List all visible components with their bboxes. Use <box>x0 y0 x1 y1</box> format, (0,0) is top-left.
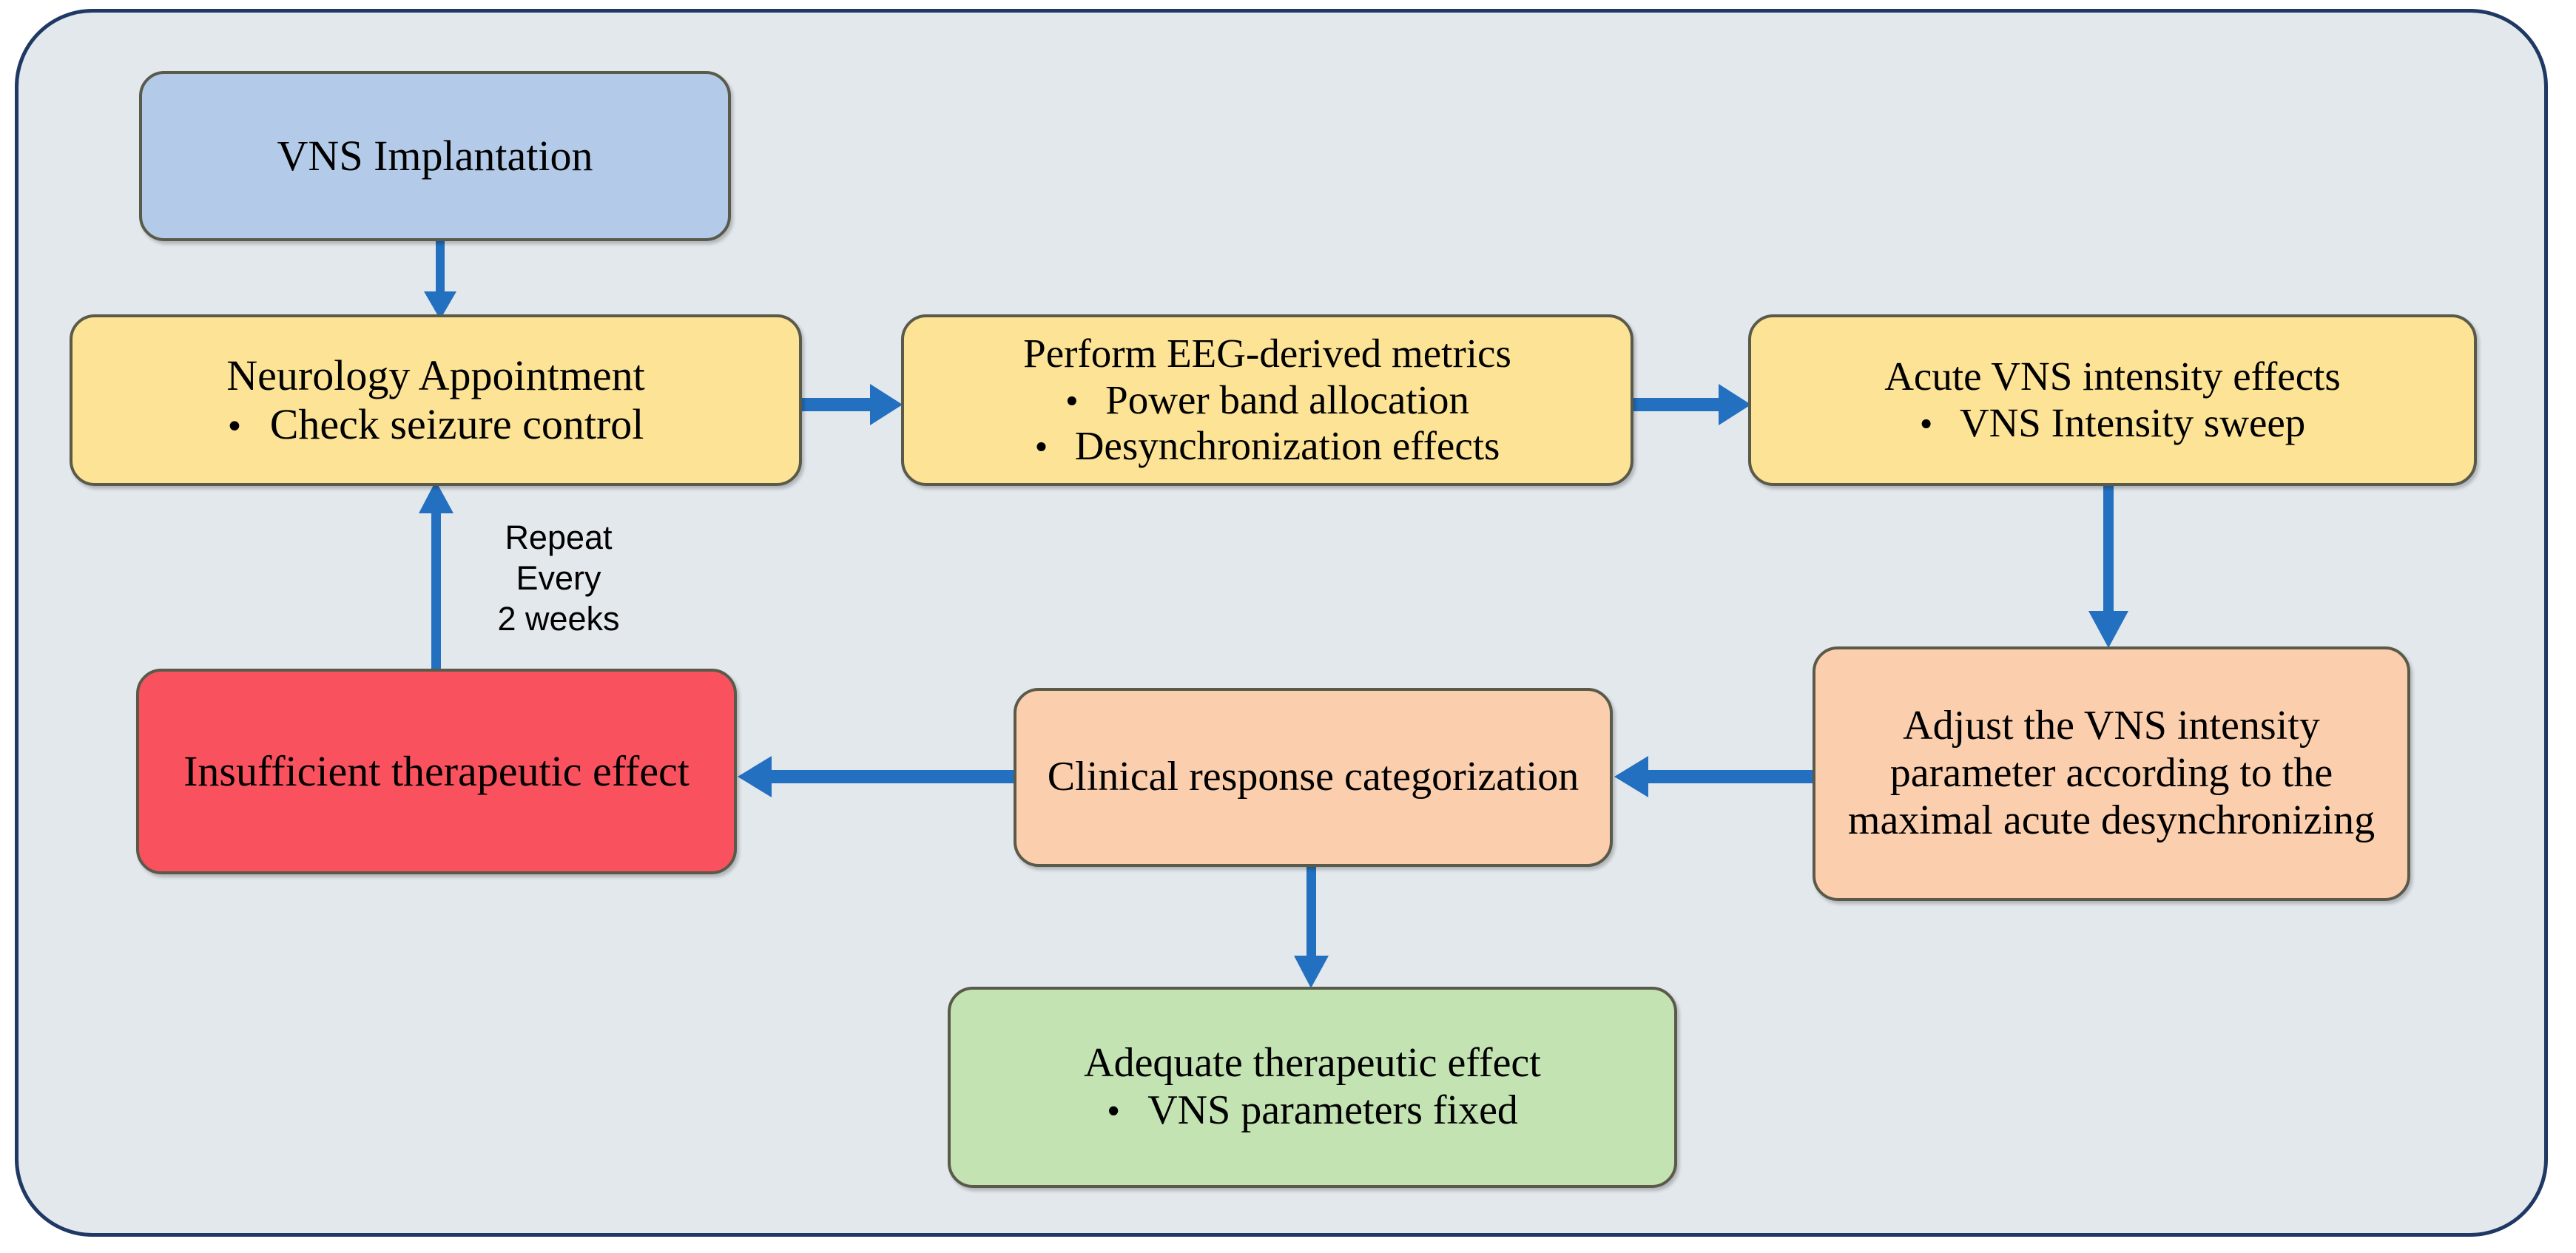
node-bullet: • Desynchronization effects <box>1035 423 1500 470</box>
node-title: Acute VNS intensity effects <box>1884 354 2341 399</box>
node-bullet: • VNS parameters fixed <box>1107 1087 1518 1135</box>
node-adjust-vns-intensity[interactable]: Adjust the VNS intensity parameter accor… <box>1813 646 2410 901</box>
node-clinical-response-categorization[interactable]: Clinical response categorization <box>1014 688 1613 867</box>
node-title: Perform EEG-derived metrics <box>1023 330 1511 376</box>
node-title: Neurology Appointment <box>226 351 645 399</box>
node-title: Clinical response categorization <box>1047 754 1579 800</box>
node-bullet: • Power band allocation <box>1065 377 1469 424</box>
node-bullet-label: VNS Intensity sweep <box>1959 400 2306 445</box>
node-eeg-metrics[interactable]: Perform EEG-derived metrics • Power band… <box>901 314 1633 486</box>
node-title: Adjust the VNS intensity parameter accor… <box>1847 703 2376 843</box>
bullet-dot-icon: • <box>227 403 242 448</box>
bullet-dot-icon: • <box>1919 403 1933 445</box>
node-bullet-label: Desynchronization effects <box>1074 423 1500 469</box>
node-bullet: • Check seizure control <box>228 400 644 449</box>
node-vns-implantation[interactable]: VNS Implantation <box>139 71 731 241</box>
bullet-dot-icon: • <box>1107 1090 1121 1132</box>
node-bullet-label: Power band allocation <box>1105 376 1469 422</box>
node-neurology-appointment[interactable]: Neurology Appointment • Check seizure co… <box>70 314 802 486</box>
node-adequate-therapeutic-effect[interactable]: Adequate therapeutic effect • VNS parame… <box>948 987 1677 1188</box>
node-insufficient-therapeutic-effect[interactable]: Insufficient therapeutic effect <box>136 669 737 874</box>
node-bullet: • VNS Intensity sweep <box>1920 400 2306 447</box>
node-acute-vns-intensity-effects[interactable]: Acute VNS intensity effects • VNS Intens… <box>1748 314 2477 486</box>
node-bullet-label: Check seizure control <box>269 400 644 448</box>
node-title: Insufficient therapeutic effect <box>183 746 689 795</box>
edge-label-repeat-cycle: Repeat Every 2 weeks <box>497 519 620 638</box>
node-bullet-label: VNS parameters fixed <box>1147 1087 1518 1133</box>
node-title: VNS Implantation <box>277 131 593 180</box>
node-title: Adequate therapeutic effect <box>1084 1040 1541 1087</box>
bullet-dot-icon: • <box>1034 426 1048 468</box>
bullet-dot-icon: • <box>1065 379 1079 422</box>
